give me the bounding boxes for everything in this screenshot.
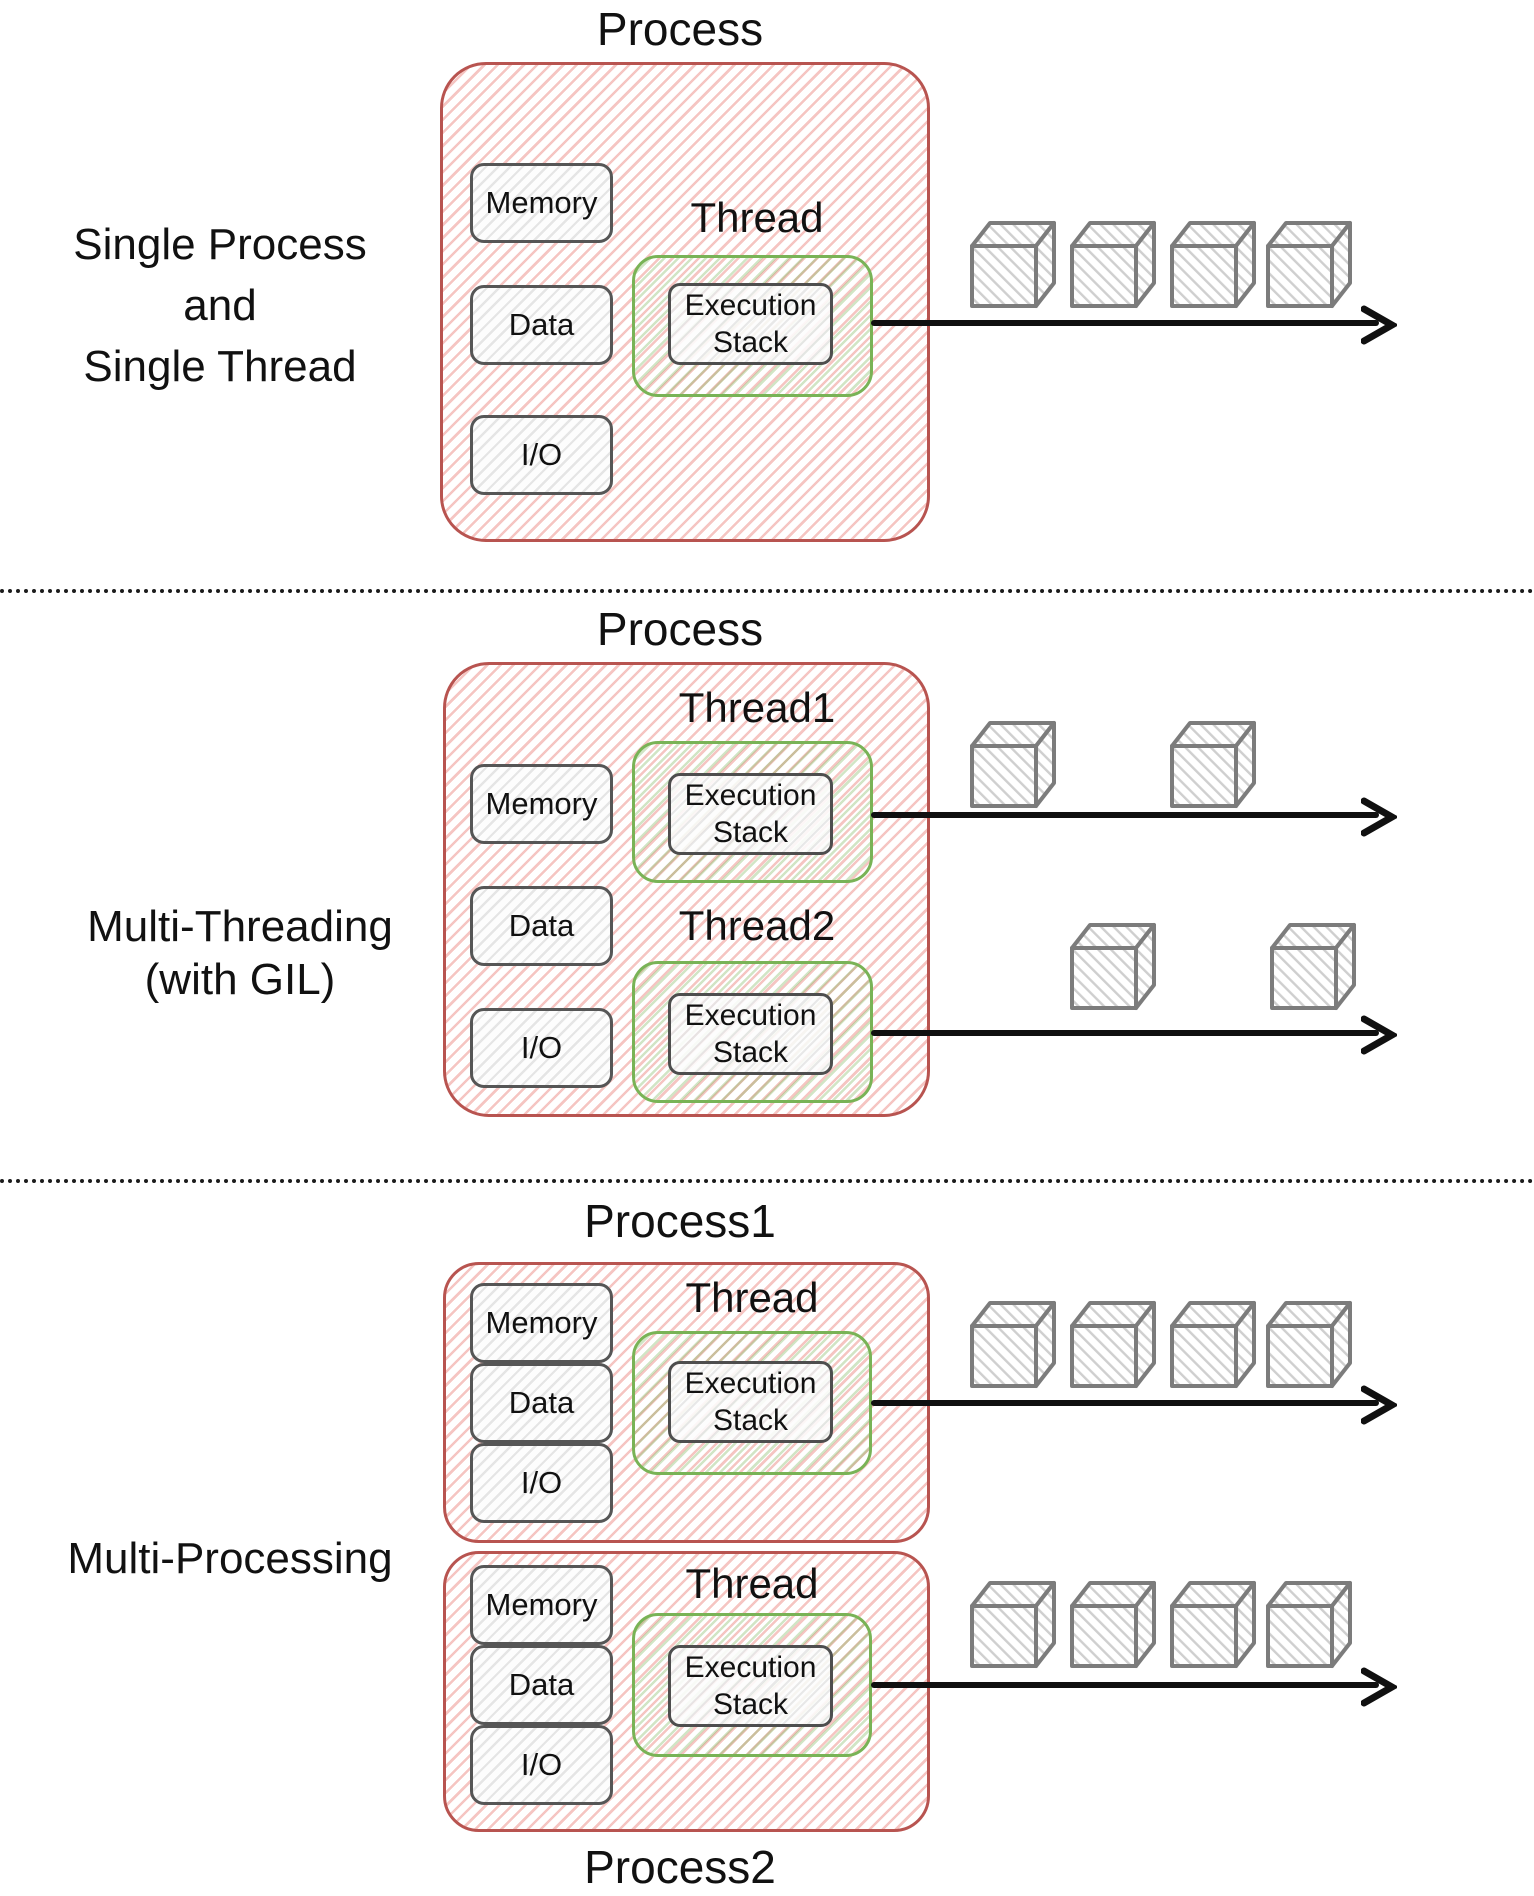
timeline-arrow [871, 1400, 1391, 1406]
io-box: I/O [470, 1008, 613, 1088]
memory-label: Memory [485, 185, 598, 220]
execution-block-cube-icon [1167, 718, 1259, 810]
timeline-arrow [871, 1682, 1391, 1688]
section-label-line: Multi-Processing [67, 1534, 393, 1583]
data-box: Data [470, 285, 613, 365]
memory-box: Memory [470, 1565, 613, 1645]
timeline-arrow [871, 1030, 1391, 1036]
memory-box: Memory [470, 163, 613, 243]
section-label-line: (with GIL) [144, 955, 336, 1004]
execution-block-cube-icon [1263, 1298, 1355, 1390]
execution-stack-line: Stack [712, 326, 789, 359]
data-box: Data [470, 886, 613, 966]
execution-stack-box: Execution Stack [668, 773, 833, 855]
thread-label: Thread [690, 194, 824, 241]
memory-label: Memory [485, 1305, 598, 1340]
data-label: Data [508, 307, 575, 342]
memory-box: Memory [470, 764, 613, 844]
execution-block-cube-icon [1067, 920, 1159, 1012]
execution-block-cube-icon [967, 218, 1059, 310]
execution-stack-box: Execution Stack [668, 1361, 833, 1443]
execution-stack-line: Stack [712, 1404, 789, 1437]
memory-label: Memory [485, 1587, 598, 1622]
io-label: I/O [520, 1465, 563, 1500]
data-label: Data [508, 908, 575, 943]
execution-stack-line: Execution [684, 779, 817, 812]
execution-stack-line: Execution [684, 1367, 817, 1400]
data-label: Data [508, 1385, 575, 1420]
data-label: Data [508, 1667, 575, 1702]
thread2-label: Thread2 [678, 902, 836, 949]
execution-block-cube-icon [1067, 1578, 1159, 1670]
execution-stack-box: Execution Stack [668, 1645, 833, 1727]
execution-stack-line: Execution [684, 289, 817, 322]
section-label-line: Single Process [73, 220, 367, 269]
execution-stack-line: Execution [684, 1651, 817, 1684]
execution-block-cube-icon [1167, 218, 1259, 310]
arrowhead-icon [1361, 1385, 1397, 1425]
memory-label: Memory [485, 786, 598, 821]
section-divider [0, 1179, 1534, 1183]
execution-block-cube-icon [1167, 1298, 1259, 1390]
section-divider [0, 589, 1534, 593]
execution-stack-box: Execution Stack [668, 993, 833, 1075]
process2-title: Process2 [584, 1841, 776, 1893]
thread-label: Thread [685, 1274, 819, 1321]
execution-block-cube-icon [1067, 1298, 1159, 1390]
section-label-line: Single Thread [83, 342, 357, 391]
arrowhead-icon [1361, 1015, 1397, 1055]
execution-block-cube-icon [1267, 920, 1359, 1012]
section-label: Single Process and Single Thread [20, 214, 420, 397]
thread-label: Thread [685, 1560, 819, 1607]
data-box: Data [470, 1363, 613, 1443]
execution-stack-line: Stack [712, 816, 789, 849]
arrowhead-icon [1361, 1667, 1397, 1707]
section-label-line: Multi-Threading [87, 902, 393, 951]
section-label-line: and [183, 281, 257, 330]
execution-block-cube-icon [1263, 218, 1355, 310]
arrow-line [871, 320, 1379, 326]
io-label: I/O [520, 1747, 563, 1782]
memory-box: Memory [470, 1283, 613, 1363]
thread1-label: Thread1 [678, 684, 836, 731]
io-box: I/O [470, 415, 613, 495]
execution-block-cube-icon [967, 1578, 1059, 1670]
io-label: I/O [520, 1030, 563, 1065]
section-label: Multi-Processing [10, 1534, 450, 1584]
arrow-line [871, 1682, 1379, 1688]
arrow-line [871, 1400, 1379, 1406]
data-box: Data [470, 1645, 613, 1725]
arrow-line [871, 1030, 1379, 1036]
process1-title: Process1 [584, 1195, 776, 1247]
execution-stack-line: Execution [684, 999, 817, 1032]
execution-block-cube-icon [1263, 1578, 1355, 1670]
io-box: I/O [470, 1443, 613, 1523]
timeline-arrow [871, 320, 1391, 326]
process-title: Process [596, 603, 764, 655]
execution-block-cube-icon [1167, 1578, 1259, 1670]
timeline-arrow [871, 812, 1391, 818]
execution-block-cube-icon [1067, 218, 1159, 310]
execution-stack-line: Stack [712, 1036, 789, 1069]
arrowhead-icon [1361, 797, 1397, 837]
execution-block-cube-icon [967, 1298, 1059, 1390]
process-title: Process [596, 3, 764, 55]
arrow-line [871, 812, 1379, 818]
execution-stack-line: Stack [712, 1688, 789, 1721]
execution-stack-box: Execution Stack [668, 283, 833, 365]
io-label: I/O [520, 437, 563, 472]
arrowhead-icon [1361, 305, 1397, 345]
section-label: Multi-Threading (with GIL) [20, 900, 460, 1006]
io-box: I/O [470, 1725, 613, 1805]
execution-block-cube-icon [967, 718, 1059, 810]
